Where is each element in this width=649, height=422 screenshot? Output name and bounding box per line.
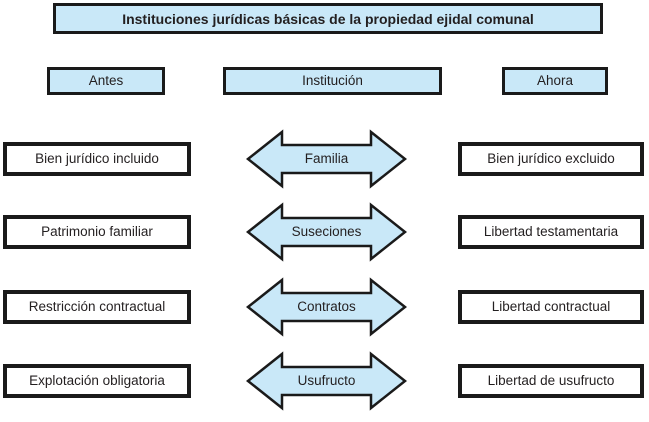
double-arrow-icon [246,351,407,411]
double-arrow-icon [246,202,407,262]
after-label-row-1: Bien jurídico excluido [487,151,615,167]
column-header-antes-label: Antes [88,73,124,89]
after-label-row-2: Libertad testamentaria [483,224,619,240]
before-box-row-4: Explotación obligatoria [3,364,191,398]
before-box-row-3: Restricción contractual [3,290,191,324]
institution-arrow-row-4: Usufructo [246,351,407,411]
after-box-row-3: Libertad contractual [458,290,644,324]
double-arrow-icon [246,277,407,337]
institution-label-row-2: Suseciones [291,224,362,240]
before-label-row-4: Explotación obligatoria [29,373,165,389]
before-box-row-2: Patrimonio familiar [3,215,191,249]
column-header-antes: Antes [47,67,165,95]
diagram-title: Instituciones jurídicas básicas de la pr… [122,10,534,27]
institution-label-row-4: Usufructo [297,373,356,389]
after-box-row-4: Libertad de usufructo [458,364,644,398]
after-box-row-2: Libertad testamentaria [458,215,644,249]
before-label-row-3: Restricción contractual [28,299,166,315]
column-header-ahora: Ahora [502,67,608,95]
after-label-row-4: Libertad de usufructo [487,373,615,389]
column-header-institucion: Institución [223,67,442,95]
after-label-row-3: Libertad contractual [491,299,611,315]
before-box-row-1: Bien jurídico incluido [3,142,191,176]
institution-label-row-3: Contratos [297,299,356,315]
column-header-institucion-label: Institución [302,73,363,89]
institution-arrow-row-3: Contratos [246,277,407,337]
before-label-row-2: Patrimonio familiar [41,224,153,240]
column-header-ahora-label: Ahora [536,73,574,89]
institution-arrow-row-1: Familia [246,129,407,189]
institution-label-row-1: Familia [304,151,349,167]
double-arrow-icon [246,129,407,189]
diagram-title-box: Instituciones jurídicas básicas de la pr… [53,3,603,34]
before-label-row-1: Bien jurídico incluido [35,151,159,167]
institution-arrow-row-2: Suseciones [246,202,407,262]
after-box-row-1: Bien jurídico excluido [458,142,644,176]
